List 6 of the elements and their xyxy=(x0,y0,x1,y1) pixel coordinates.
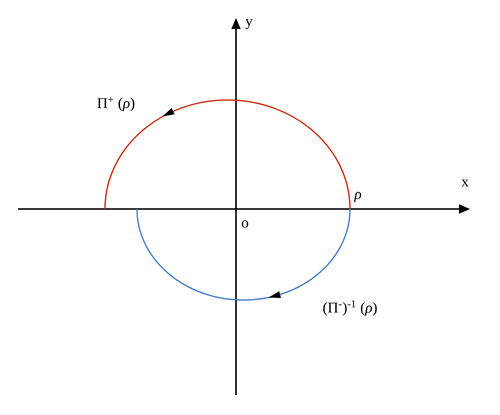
point-label: ρ xyxy=(354,192,362,202)
curve-label: (Π$^{-}$)$^{-1}$ (ρ) xyxy=(323,300,377,316)
axis-label: y xyxy=(245,18,253,30)
axis-label: x xyxy=(461,180,469,186)
origin-label: o xyxy=(242,220,248,228)
curve-label: Π$^{+}$ (ρ) xyxy=(97,96,134,112)
